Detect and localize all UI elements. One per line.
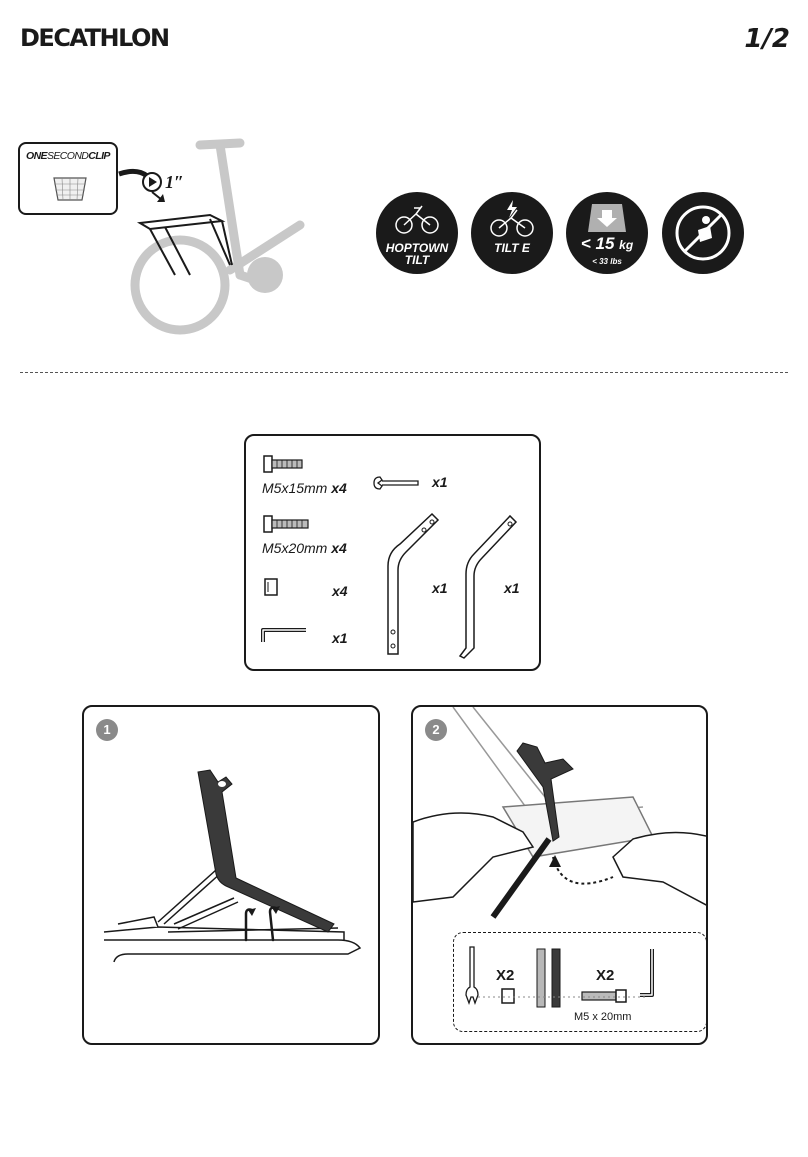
hex-key-icon — [640, 949, 654, 997]
step-2-number: 2 — [425, 719, 447, 741]
step-1-number: 1 — [96, 719, 118, 741]
no-child-seat-icon — [675, 205, 731, 261]
screw-icon — [581, 989, 627, 1003]
hex-key-icon — [261, 628, 306, 642]
step-1-panel: 1 — [82, 705, 380, 1045]
badge-hoptown-tilt: HOPTOWN TILT — [376, 192, 458, 274]
bracket-left-quantity: x1 — [432, 580, 448, 596]
badge-tilt-e: TILT E — [471, 192, 553, 274]
clip-connector-arrow — [118, 168, 165, 202]
electric-bike-icon — [490, 200, 534, 237]
basket-icon — [53, 177, 87, 201]
badge-no-child-seat — [662, 192, 744, 274]
step-2-assembly-illustration — [413, 707, 706, 919]
screw-m5x20-icon — [263, 515, 309, 533]
folding-bike-icon — [395, 205, 439, 234]
parts-list-box: M5x15mm x4 M5x20mm x4 x4 x1 x1 x1 x1 — [244, 434, 541, 671]
screw-m5x20-label: M5x20mm x4 — [262, 540, 347, 556]
timer-label: 1″ — [165, 172, 184, 192]
nut-icon — [264, 578, 278, 596]
wrench-quantity: x1 — [432, 474, 448, 490]
bracket-right-quantity: x1 — [504, 580, 520, 596]
step-1-rack-illustration — [103, 769, 362, 963]
weight-icon — [588, 204, 626, 232]
badge-max-weight: < 15 kg < 33 lbs — [566, 192, 648, 274]
brand-logo: DECATHLON — [20, 24, 170, 52]
one-second-clip-box: ONESECONDCLIP — [18, 142, 118, 215]
clip-title: ONESECONDCLIP — [26, 150, 110, 162]
nut-quantity-label: X2 — [496, 967, 515, 984]
hex-key-quantity: x1 — [332, 630, 348, 646]
bracket-right-icon — [458, 514, 518, 659]
bike-with-rack-illustration — [130, 138, 305, 335]
screw-m5x15-icon — [263, 455, 303, 473]
screw-m5x15-label: M5x15mm x4 — [262, 480, 347, 496]
nut-quantity: x4 — [332, 583, 348, 599]
page-number: 1/2 — [744, 24, 790, 54]
screw-size-label: M5 x 20mm — [574, 1011, 632, 1023]
nut-icon — [501, 988, 515, 1004]
section-divider — [20, 372, 788, 373]
step-2-parts-box: X2 X2 M5 x 20mm — [453, 932, 706, 1032]
parts-dotted-guide — [478, 996, 648, 998]
bracket-left-icon — [387, 512, 440, 655]
wrench-icon — [465, 946, 479, 1005]
step-2-panel: 2 X2 X2 M5 x 20mm — [411, 705, 708, 1045]
screw-quantity-label: X2 — [596, 967, 615, 984]
wrench-icon — [373, 476, 419, 490]
bracket-profiles-icon — [536, 948, 561, 1008]
